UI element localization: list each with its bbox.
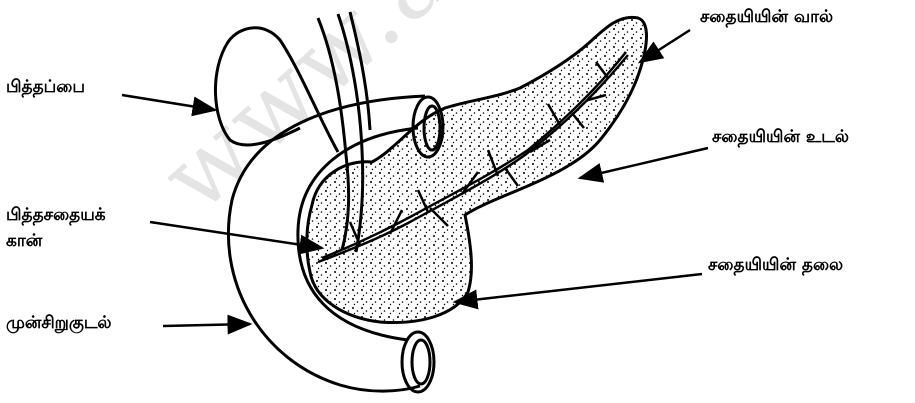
leader-bile-duct [150,222,322,248]
leader-duodenum [163,324,250,326]
label-bile-duct-line2: கான் [6,232,42,252]
label-gallbladder: பித்தப்பை [6,78,85,98]
label-duodenum: முன்சிறுகுடல் [6,314,112,334]
leader-head [455,274,702,302]
label-pancreas-tail: சதையியின் வால் [700,8,833,28]
leader-body [580,148,708,178]
label-bile-duct-line1: பித்தசதையக் [6,206,106,226]
label-pancreas-head: சதையியின் தலை [708,256,843,276]
label-pancreas-body: சதையியின் உடல் [712,128,849,148]
